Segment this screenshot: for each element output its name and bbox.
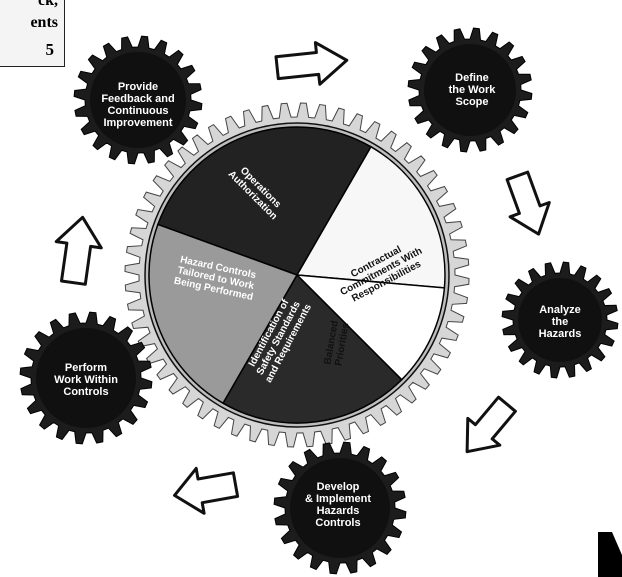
- arrow-feedback-to-scope: [274, 41, 349, 86]
- gear-label-analyze-hazards: Analyze the Hazards: [538, 304, 582, 340]
- wedge-contractual-commitments: [295, 145, 446, 289]
- wedge-hazard-controls-tailored: [148, 223, 299, 405]
- gear-hub: [90, 52, 186, 148]
- corner-caption-line-2: ents: [30, 14, 58, 31]
- gear-label-perform-work: Perform Work Within Controls: [54, 362, 118, 398]
- outer-gears: [19, 27, 619, 575]
- gear-label-provide-feedback: Provide Feedback and Continuous Improvem…: [101, 81, 175, 129]
- gear-define-work-scope: [407, 27, 533, 153]
- corner-caption-box: ck, ents 5: [0, 0, 65, 67]
- gear-develop-implement-controls: [273, 441, 407, 575]
- gear-analyze-hazards: [501, 261, 619, 379]
- gear-hub: [518, 278, 602, 362]
- gear-provide-feedback: [73, 35, 203, 165]
- arrow-scope-to-hazards: [505, 170, 551, 236]
- gear-hub: [36, 328, 136, 428]
- gear-label-define-work-scope: Define the Work Scope: [448, 72, 496, 108]
- gear-hub: [424, 44, 516, 136]
- gear-perform-work: [19, 311, 153, 445]
- arrow-perform-to-feedback: [54, 215, 103, 286]
- gear-label-develop-implement-controls: Develop & Implement Hazards Controls: [304, 481, 372, 529]
- wedge-balanced-priorities: [295, 274, 446, 381]
- corner-caption-line-1: ck,: [38, 0, 58, 9]
- cycle-arrows: [54, 41, 551, 515]
- gear-hub: [290, 458, 390, 558]
- central-gear: [124, 102, 470, 448]
- corner-caption-number: 5: [45, 40, 55, 59]
- arrow-hazards-to-controls: [465, 395, 517, 454]
- corner-glyph-fragment: [598, 532, 622, 577]
- arrow-controls-to-perform: [173, 466, 240, 515]
- wedge-safety-standards: [221, 273, 403, 424]
